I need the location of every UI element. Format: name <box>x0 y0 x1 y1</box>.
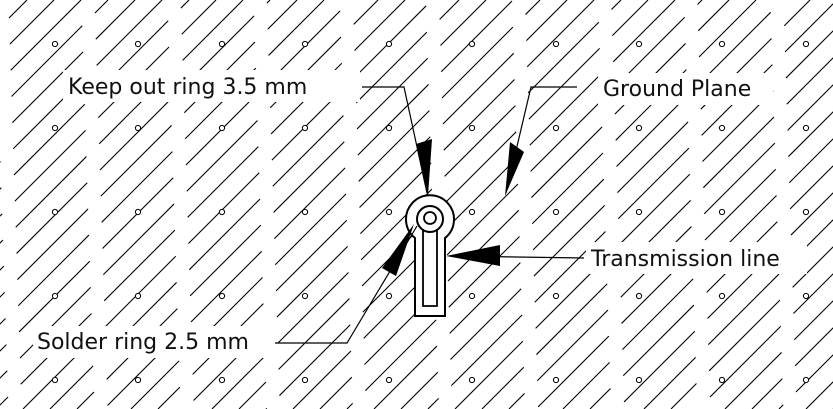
via-hole <box>51 124 59 132</box>
hatch-line <box>0 0 298 298</box>
via-hole <box>301 40 309 48</box>
hatch-line <box>697 273 833 409</box>
via-hole <box>218 40 226 48</box>
keep-out-ring <box>405 194 455 317</box>
via-hole <box>635 376 643 384</box>
via-hole <box>802 208 810 216</box>
hatch-line <box>211 0 622 409</box>
hatch-line <box>589 165 833 409</box>
ground-plane-arrowhead <box>505 142 524 196</box>
hatch-line <box>454 30 833 409</box>
via-hole <box>552 124 560 132</box>
hatch-line <box>373 0 784 409</box>
hatch-line <box>346 0 757 409</box>
via-hole <box>218 292 226 300</box>
hatch-line <box>0 0 325 325</box>
via-hole <box>218 208 226 216</box>
hatch-line <box>508 84 833 409</box>
transmission-line-label: Transmission line <box>590 247 780 272</box>
hatch-line <box>319 0 730 409</box>
annotation-arrowheads <box>382 139 524 276</box>
hatch-line <box>0 0 271 271</box>
via-hole <box>635 292 643 300</box>
via-hole <box>301 292 309 300</box>
via-hole <box>468 124 476 132</box>
via-hole <box>385 376 393 384</box>
via-hole <box>718 376 726 384</box>
hatch-line <box>238 0 649 409</box>
hatch-line <box>481 57 833 409</box>
via-hole <box>134 208 142 216</box>
via-hole <box>718 124 726 132</box>
hatch-line <box>0 0 136 136</box>
keep-out-arrowhead <box>416 139 432 196</box>
via-hole <box>718 208 726 216</box>
hatch-line <box>0 0 109 109</box>
hatch-line <box>427 3 833 409</box>
via-hole <box>134 376 142 384</box>
keep-out-label: Keep out ring 3.5 mm <box>68 75 307 100</box>
via-hole <box>218 376 226 384</box>
via-hole <box>134 40 142 48</box>
via-hole <box>635 40 643 48</box>
via-hole <box>301 376 309 384</box>
hatch-line <box>0 0 82 82</box>
via-hole <box>51 208 59 216</box>
via-hole <box>802 124 810 132</box>
solder-ring-label: Solder ring 2.5 mm <box>37 330 249 355</box>
via-hole <box>51 376 59 384</box>
via-hole <box>134 124 142 132</box>
via-hole <box>468 292 476 300</box>
solder-ring-arrowhead <box>382 224 414 276</box>
via-hole <box>301 124 309 132</box>
hatch-line <box>0 0 217 217</box>
hatch-line <box>0 0 190 190</box>
solder-ring <box>416 205 444 233</box>
via-hole <box>802 292 810 300</box>
hatch-line <box>292 0 703 409</box>
via-hole <box>802 376 810 384</box>
via-hole <box>552 292 560 300</box>
transmission-line-arrowhead <box>446 245 500 266</box>
hatch-line <box>670 246 833 409</box>
annotation-leaders <box>275 86 585 344</box>
hatch-line <box>616 192 833 409</box>
via-hole <box>301 208 309 216</box>
via-hole <box>385 208 393 216</box>
transmission-line <box>422 229 438 307</box>
via-hole <box>468 208 476 216</box>
via-hole <box>385 40 393 48</box>
hatch-line <box>778 354 833 409</box>
via-hole <box>552 40 560 48</box>
via-hole <box>468 40 476 48</box>
via-hole <box>635 124 643 132</box>
label-backgrounds <box>33 70 807 358</box>
hatch-line <box>535 111 833 409</box>
hatch-line <box>0 0 244 244</box>
via-hole <box>802 40 810 48</box>
via-hole <box>552 208 560 216</box>
via-hole <box>385 292 393 300</box>
via-hole <box>134 292 142 300</box>
hatch-line <box>751 327 833 409</box>
hatch-line <box>643 219 833 409</box>
via-hole <box>385 124 393 132</box>
via-hole <box>51 292 59 300</box>
via-hole <box>718 40 726 48</box>
via-hole <box>635 208 643 216</box>
via-hole <box>718 292 726 300</box>
ground-plane-leader <box>505 86 577 194</box>
via-hole <box>552 376 560 384</box>
via-hole <box>51 40 59 48</box>
hatch-line <box>400 0 811 409</box>
ground-plane-label: Ground Plane <box>603 77 751 102</box>
hatch-line <box>0 0 352 352</box>
hatch-line <box>265 0 676 409</box>
hatch-line <box>562 138 833 409</box>
via-hole <box>218 124 226 132</box>
via-hole <box>468 376 476 384</box>
